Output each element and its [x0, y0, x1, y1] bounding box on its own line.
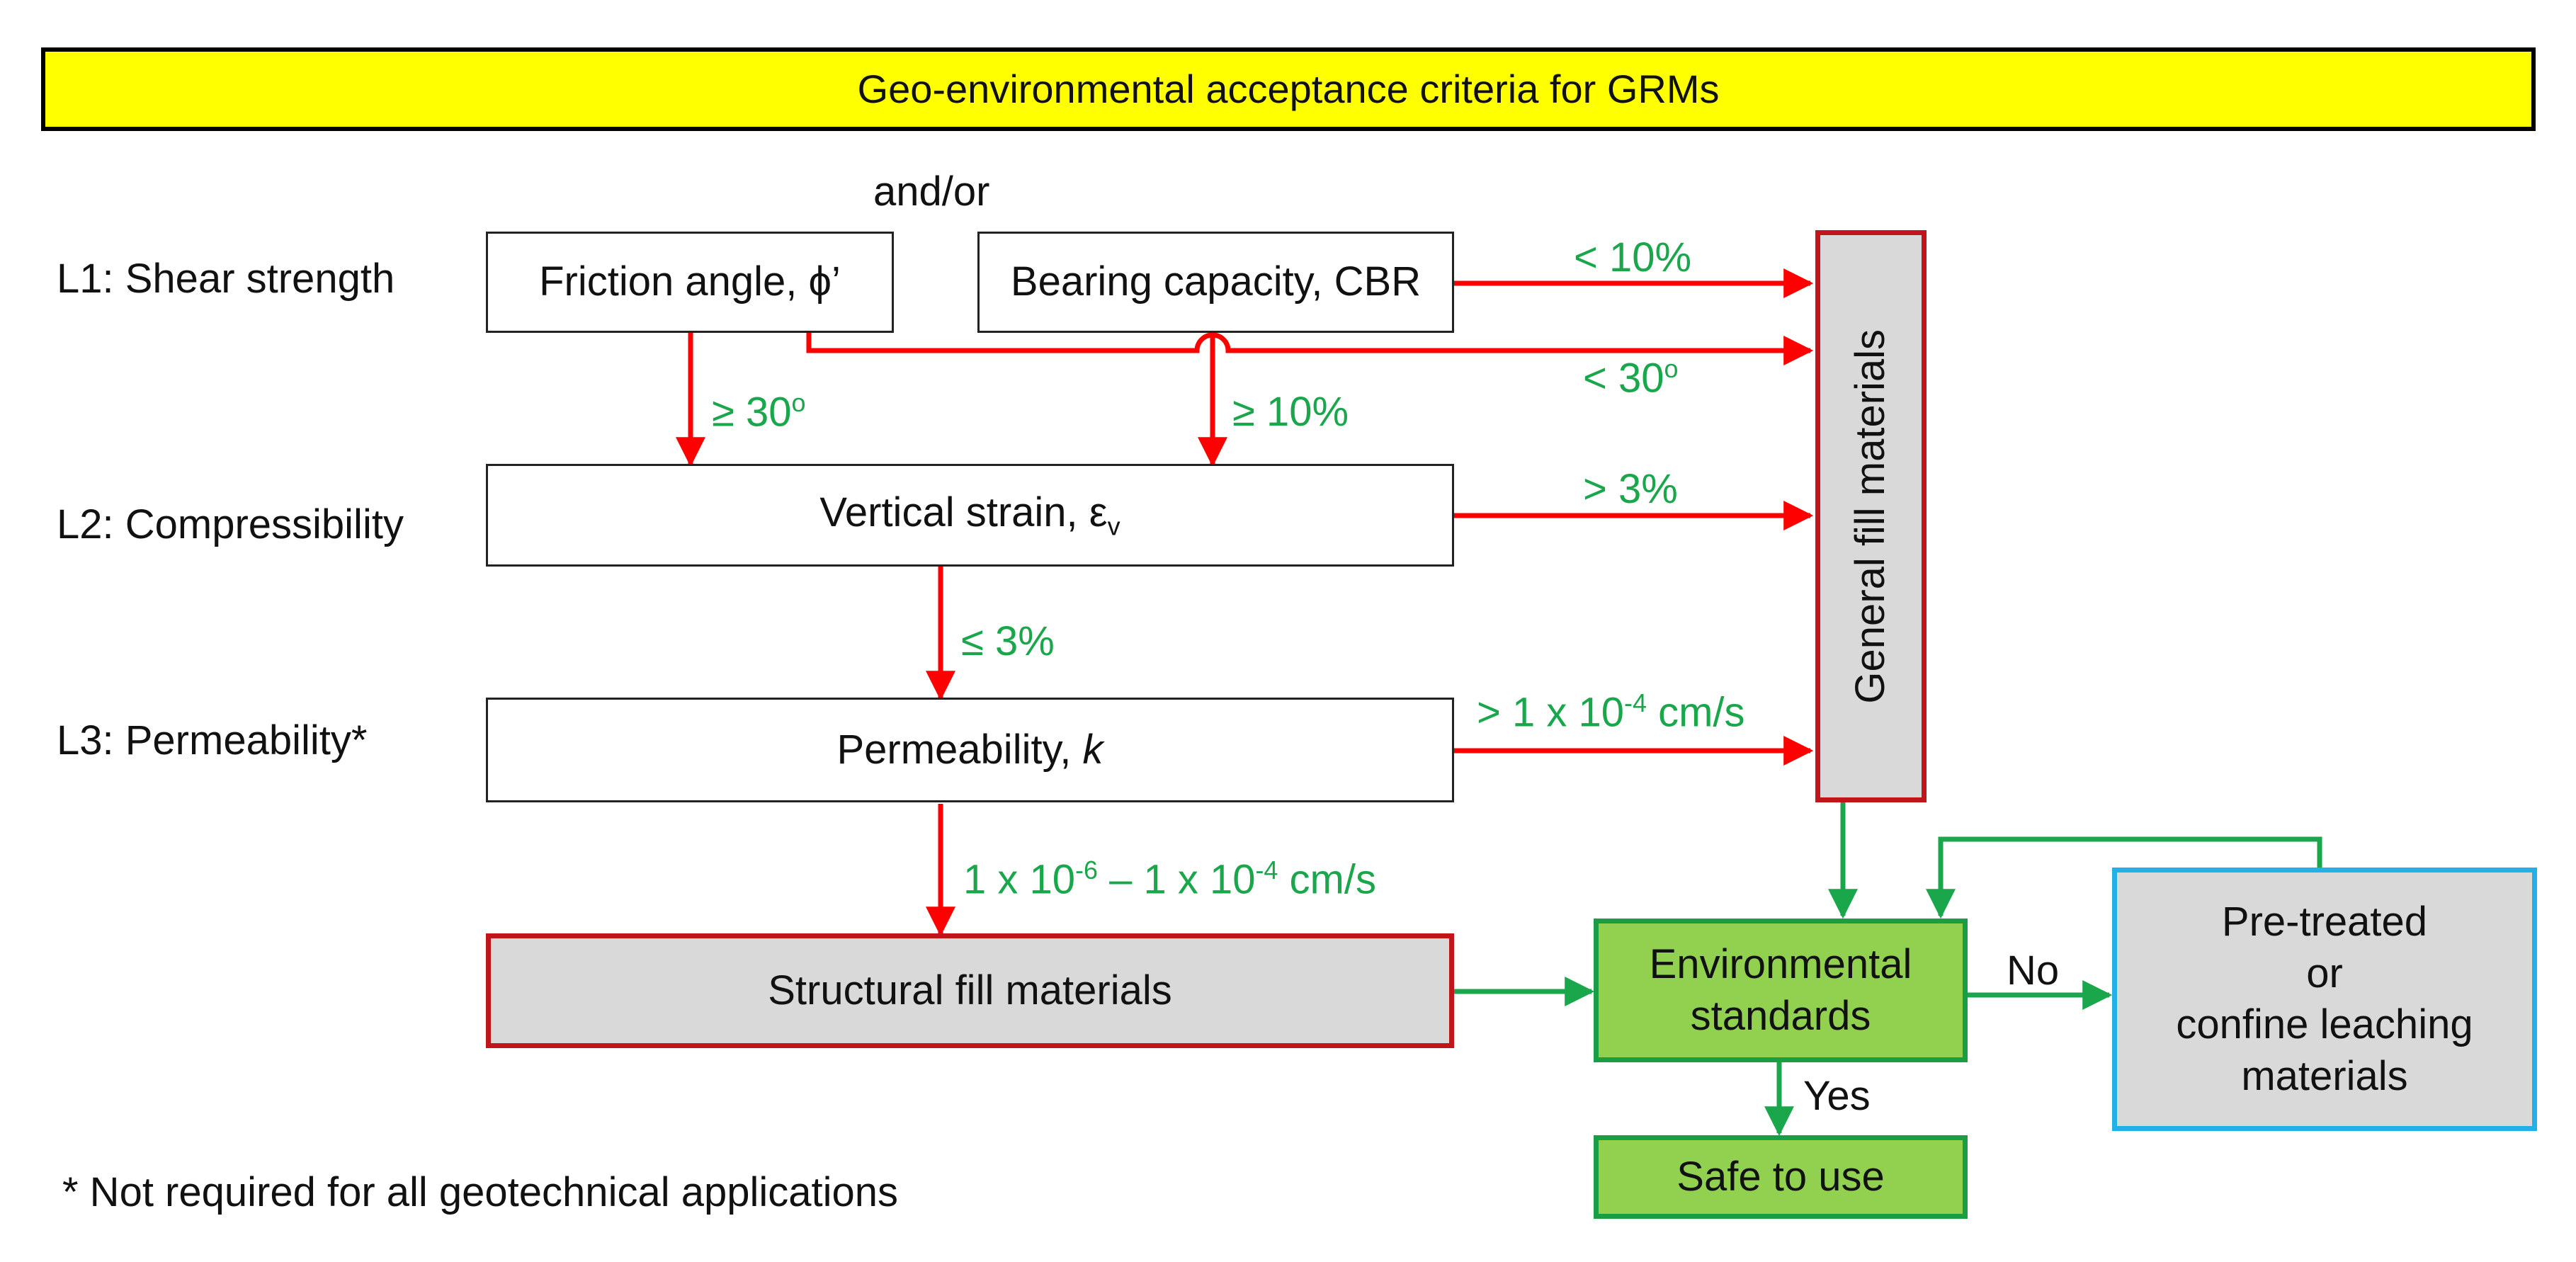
arrow-pretreated-to-environmental — [1926, 836, 2322, 919]
permeability-text: Permeability, — [836, 726, 1083, 773]
environmental-standards-box: Environmental standards — [1594, 919, 1968, 1062]
footnote: * Not required for all geotechnical appl… — [62, 1169, 899, 1215]
condition-phi-high-sup: o — [791, 388, 806, 417]
level-label-l3: L3: Permeability* — [57, 717, 368, 763]
page-title: Geo-environmental acceptance criteria fo… — [857, 67, 1720, 111]
permeability-label: Permeability, k — [836, 724, 1103, 776]
condition-permeability-range-b: – 1 x 10 — [1097, 856, 1256, 903]
structural-fill-label: Structural fill materials — [768, 967, 1172, 1013]
condition-permeability-range-sup1: -6 — [1075, 855, 1098, 885]
condition-permeability-range-sup2: -4 — [1255, 855, 1278, 885]
condition-permeability-range-a: 1 x 10 — [963, 856, 1075, 903]
permeability-box: Permeability, k — [486, 698, 1454, 802]
vertical-strain-box: Vertical strain, εv — [486, 464, 1454, 567]
pretreated-line4: materials — [2241, 1052, 2408, 1099]
arrow-friction-to-general — [806, 332, 1814, 365]
condition-permeability-high: > 1 x 10-4 cm/s — [1477, 688, 1745, 736]
condition-phi-high-text: ≥ 30 — [712, 389, 792, 436]
environmental-standards-line1: Environmental — [1649, 941, 1912, 987]
pretreated-line1: Pre-treated — [2221, 899, 2428, 945]
condition-permeability-high-sup: -4 — [1623, 688, 1647, 717]
friction-angle-label: Friction angle, ϕ’ — [539, 258, 841, 305]
condition-permeability-high-b: cm/s — [1646, 689, 1745, 736]
pretreated-label: Pre-treated or confine leaching materials — [2176, 897, 2473, 1102]
pretreated-line3: confine leaching — [2176, 1001, 2473, 1047]
condition-cbr-high: ≥ 10% — [1232, 389, 1349, 435]
condition-strain-low: ≤ 3% — [961, 618, 1055, 664]
condition-cbr-low: < 10% — [1574, 234, 1692, 280]
safe-to-use-label: Safe to use — [1676, 1153, 1885, 1200]
and-or-label: and/or — [873, 169, 990, 215]
pretreated-box: Pre-treated or confine leaching materials — [2112, 868, 2537, 1131]
condition-phi-low-sup: o — [1664, 354, 1679, 383]
environmental-standards-line2: standards — [1690, 992, 1871, 1039]
title-banner: Geo-environmental acceptance criteria fo… — [41, 47, 2536, 131]
condition-phi-high: ≥ 30o — [712, 388, 805, 436]
condition-permeability-high-a: > 1 x 10 — [1477, 689, 1624, 736]
level-label-l2: L2: Compressibility — [57, 501, 404, 547]
general-fill-label: General fill materials — [1847, 329, 1894, 704]
vertical-strain-subscript: v — [1107, 511, 1120, 541]
condition-permeability-range: 1 x 10-6 – 1 x 10-4 cm/s — [963, 855, 1376, 903]
vertical-strain-label: Vertical strain, εv — [819, 487, 1120, 543]
condition-no: No — [2007, 948, 2060, 994]
structural-fill-box: Structural fill materials — [486, 933, 1454, 1048]
safe-to-use-box: Safe to use — [1594, 1135, 1968, 1219]
bearing-capacity-box: Bearing capacity, CBR — [977, 232, 1454, 333]
condition-yes: Yes — [1803, 1073, 1871, 1119]
friction-angle-box: Friction angle, ϕ’ — [486, 232, 894, 333]
general-fill-box: General fill materials — [1815, 230, 1927, 802]
level-label-l1: L1: Shear strength — [57, 256, 395, 302]
pretreated-line2: or — [2306, 950, 2343, 996]
vertical-strain-text: Vertical strain, ε — [819, 489, 1108, 536]
condition-permeability-range-c: cm/s — [1278, 856, 1376, 903]
condition-phi-low-text: < 30 — [1583, 355, 1664, 402]
condition-phi-low: < 30o — [1583, 354, 1679, 402]
environmental-standards-label: Environmental standards — [1650, 939, 1912, 1042]
bearing-capacity-label: Bearing capacity, CBR — [1010, 258, 1422, 305]
condition-strain-high: > 3% — [1583, 466, 1678, 512]
permeability-symbol: k — [1082, 726, 1103, 773]
